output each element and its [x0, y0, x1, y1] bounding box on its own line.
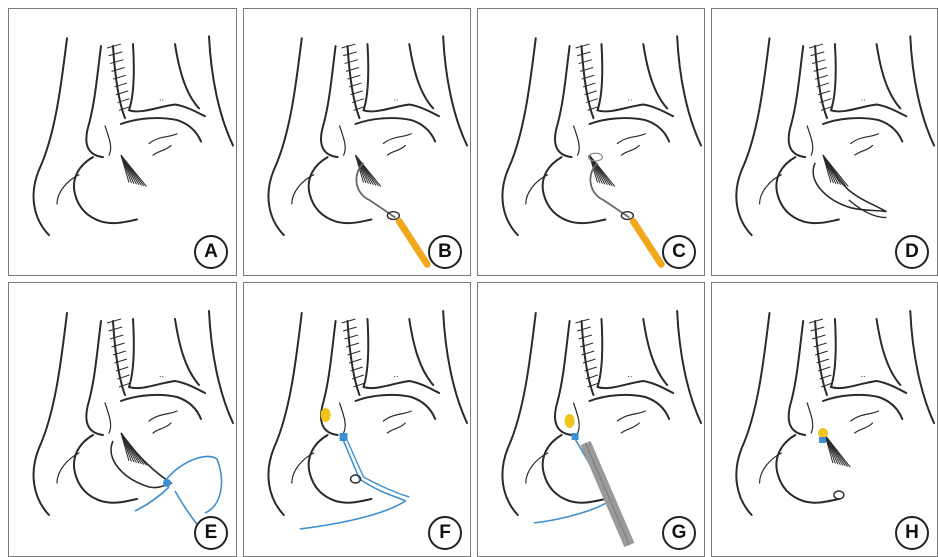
- ankle-illustration: ..: [478, 283, 705, 557]
- svg-text:..: ..: [861, 93, 866, 103]
- panel-label: E: [194, 516, 228, 550]
- ankle-illustration: ..: [712, 283, 938, 557]
- panel-e: .. E: [8, 282, 237, 557]
- panel-a: .. A: [8, 8, 237, 276]
- svg-text:..: ..: [627, 93, 632, 103]
- panel-g: .. G: [477, 282, 705, 557]
- panel-d: .. D: [711, 8, 938, 276]
- svg-text:..: ..: [159, 369, 164, 379]
- panel-label: H: [895, 516, 929, 550]
- svg-text:..: ..: [627, 369, 632, 379]
- panel-label: C: [662, 235, 696, 269]
- svg-text:..: ..: [159, 93, 164, 103]
- panel-label: B: [428, 235, 462, 269]
- svg-text:..: ..: [861, 369, 866, 379]
- panel-f: .. F: [243, 282, 471, 557]
- panel-label: G: [662, 516, 696, 550]
- panel-label: F: [428, 516, 462, 550]
- panel-c: .. C: [477, 8, 705, 276]
- panel-h: .. H: [711, 282, 938, 557]
- svg-text:..: ..: [393, 369, 398, 379]
- panel-b: .. B: [243, 8, 471, 276]
- ankle-illustration: ..: [244, 283, 471, 557]
- panel-label: D: [895, 235, 929, 269]
- ankle-illustration: ..: [9, 283, 237, 557]
- svg-text:..: ..: [393, 93, 398, 103]
- panel-label: A: [194, 235, 228, 269]
